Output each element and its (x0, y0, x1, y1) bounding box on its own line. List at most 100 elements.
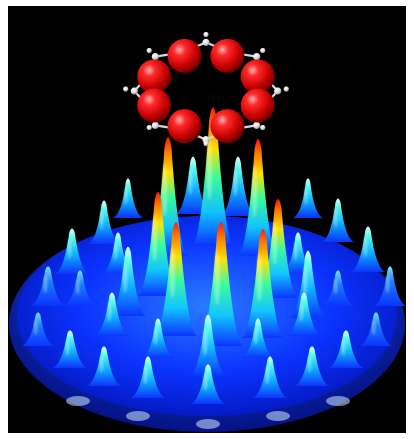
wavefunction-surface (9, 107, 406, 432)
surface-peak-highlight (299, 302, 304, 322)
surface-peak-highlight (188, 169, 193, 195)
molecule-small-atom (130, 87, 138, 95)
surface-peak-highlight (202, 328, 208, 356)
surface-peak (31, 266, 65, 306)
molecule-hydrogen-atom (283, 86, 289, 92)
surface-peak (55, 228, 89, 274)
surface-peak (190, 314, 226, 376)
surface-peak-highlight (363, 236, 368, 257)
molecule-large-atoms (137, 38, 275, 144)
surface-dimple (326, 396, 350, 406)
molecule-hydrogen-atom (260, 124, 266, 131)
surface-peak (253, 356, 287, 398)
surface-peak-highlight (122, 262, 128, 293)
surface-peak-highlight (99, 210, 104, 230)
molecule-hydrogen-atom (146, 47, 152, 54)
surface-peak (191, 364, 225, 404)
scene-svg (9, 31, 406, 432)
molecule-hydrogen-atom (123, 86, 129, 92)
surface-peak-highlight (153, 327, 158, 345)
surface-peak (295, 346, 329, 386)
surface-dimple (266, 411, 290, 421)
surface-peak-highlight (253, 327, 258, 345)
surface-peak (142, 318, 174, 358)
surface-peak-highlight (293, 241, 298, 261)
surface-peak (53, 330, 87, 368)
surface-peak (290, 250, 326, 318)
surface-peak-highlight (272, 221, 278, 265)
molecule-hydrogen-atom (203, 140, 209, 147)
molecule-large-atom (210, 109, 245, 144)
molecule-small-atom (202, 136, 210, 144)
surface-peak-highlight (307, 355, 312, 373)
surface-peak (322, 198, 354, 242)
surface-peak-highlight (333, 278, 338, 295)
surface-dimple (196, 419, 220, 429)
surface-peak (64, 270, 96, 306)
molecule-small-atom (202, 38, 210, 46)
surface-peak-highlight (152, 215, 158, 262)
surface-peak (221, 156, 255, 216)
surface-peak-highlight (333, 208, 338, 228)
molecule-hydrogen-atom (203, 31, 209, 38)
surface-peak (138, 192, 178, 296)
surface-peak (110, 246, 146, 316)
molecule-small-atom (151, 121, 159, 129)
molecule-small-atom (151, 53, 159, 61)
surface-peak (322, 270, 354, 306)
surface-peak-highlight (265, 365, 270, 385)
molecule-large-atom (137, 88, 172, 123)
surface-peak-highlight (214, 249, 221, 305)
molecule-small-atom (253, 121, 261, 129)
surface-peak (113, 178, 143, 218)
surface-peak (242, 318, 274, 358)
surface-peak-highlight (302, 265, 308, 296)
surface-peak-highlight (385, 275, 390, 293)
surface-dimple (66, 396, 90, 406)
surface-peak-highlight (203, 373, 208, 391)
surface-peak-highlight (304, 187, 308, 205)
surface-peak-highlight (371, 319, 376, 335)
surface-peak-highlight (162, 163, 168, 217)
figure-canvas (8, 6, 406, 433)
surface-peak (242, 229, 284, 338)
surface-peak-highlight (75, 278, 80, 295)
surface-peak (155, 222, 197, 336)
surface-peak-highlight (67, 238, 72, 259)
surface-peak (329, 330, 363, 368)
surface-peak-highlight (65, 338, 70, 356)
molecule-hydrogen-atom (260, 47, 266, 54)
surface-peak (199, 222, 243, 346)
surface-peak-highlight (233, 169, 238, 197)
surface-peak (293, 178, 323, 218)
surface-peak (131, 356, 165, 398)
surface-peak-highlight (341, 338, 346, 356)
surface-peak (88, 200, 120, 244)
surface-peak (374, 266, 406, 306)
molecule-large-atom (167, 38, 202, 73)
molecule-large-atom (240, 59, 275, 94)
surface-peak-highlight (99, 355, 104, 373)
surface-peak-highlight (113, 241, 118, 261)
surface-peak (192, 107, 234, 247)
surface-peak (238, 139, 278, 256)
surface-peak-highlight (252, 165, 258, 218)
molecule-large-atom (210, 38, 245, 73)
surface-peak (22, 312, 54, 346)
surface-peaks (22, 107, 406, 429)
surface-peak-highlight (107, 302, 112, 322)
molecule-small-atom (253, 53, 261, 61)
surface-peak (351, 226, 385, 272)
molecule-large-atom (167, 109, 202, 144)
surface-peak-highlight (143, 365, 148, 385)
surface-peak (95, 292, 129, 336)
surface-peak (360, 312, 392, 346)
surface-peak-highlight (256, 253, 263, 302)
molecule-large-atom (240, 88, 275, 123)
surface-dimple (126, 411, 150, 421)
molecule (123, 31, 289, 147)
molecule-large-atom (137, 59, 172, 94)
surface-peak (87, 346, 121, 386)
surface-peak-highlight (169, 247, 176, 299)
